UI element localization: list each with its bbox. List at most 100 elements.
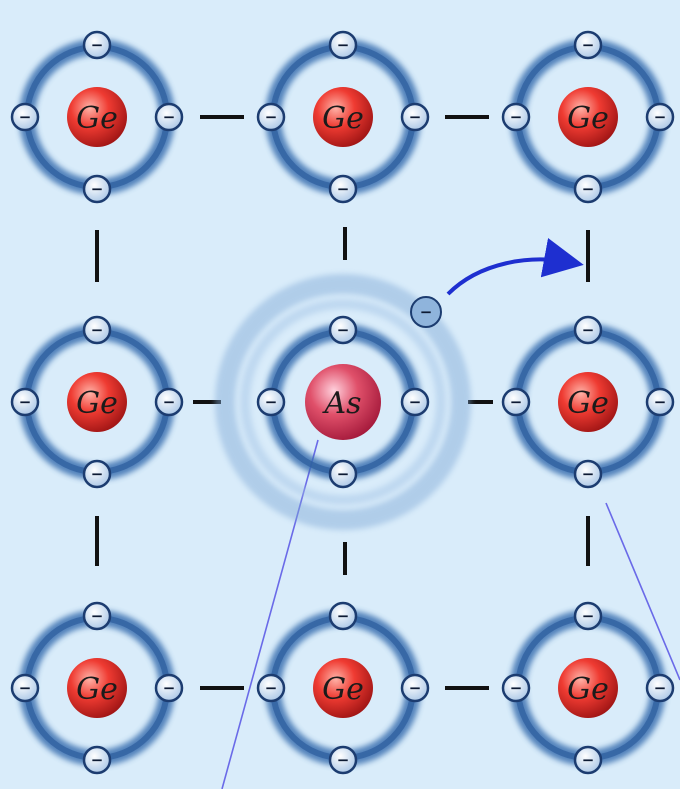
electron-symbol: − <box>19 393 32 411</box>
valence-electron: − <box>573 601 603 631</box>
atom-label: Ge <box>76 672 118 707</box>
valence-electron: − <box>82 459 112 489</box>
electron-symbol: − <box>19 679 32 697</box>
atom-host: Ge − − − − <box>501 315 675 489</box>
host-nucleus <box>67 87 127 147</box>
valence-electron: − <box>154 673 184 703</box>
electron-symbol: − <box>409 108 422 126</box>
electron-symbol: − <box>337 36 350 54</box>
atom-host: Ge − − − − <box>10 315 184 489</box>
valence-electron: − <box>573 174 603 204</box>
electron-symbol: − <box>582 465 595 483</box>
host-nucleus <box>67 658 127 718</box>
valence-electron: − <box>645 102 675 132</box>
dopant-nucleus <box>305 364 381 440</box>
valence-electron: − <box>82 745 112 775</box>
atom-label: Ge <box>322 101 364 136</box>
electron-symbol: − <box>654 108 667 126</box>
host-nucleus <box>313 658 373 718</box>
valence-electron: − <box>645 387 675 417</box>
electron-symbol: − <box>91 465 104 483</box>
atom-dopant: As − − − − <box>256 315 430 489</box>
electron-symbol: − <box>91 321 104 339</box>
electron-symbol: − <box>265 108 278 126</box>
vertical-bonds <box>95 227 590 575</box>
electron-movement-arrow <box>446 237 584 296</box>
host-nucleus <box>558 87 618 147</box>
valence-electron: − <box>328 315 358 345</box>
host-nucleus <box>558 658 618 718</box>
pointer-line-dopant <box>221 439 319 789</box>
electron-symbol: − <box>91 751 104 769</box>
valence-electron: − <box>501 387 531 417</box>
electron-symbol: − <box>654 679 667 697</box>
valence-electron: − <box>501 673 531 703</box>
valence-electron: − <box>328 601 358 631</box>
electron-symbol: − <box>265 393 278 411</box>
valence-electron: − <box>400 673 430 703</box>
atom-label: Ge <box>76 101 118 136</box>
electron-symbol: − <box>582 180 595 198</box>
valence-electron: − <box>82 30 112 60</box>
valence-electron: − <box>256 387 286 417</box>
valence-electron: − <box>82 601 112 631</box>
valence-electron: − <box>82 315 112 345</box>
electron-symbol: − <box>409 393 422 411</box>
electron-symbol: − <box>163 108 176 126</box>
valence-electron: − <box>328 30 358 60</box>
dopant-halo <box>215 274 471 530</box>
valence-electron: − <box>328 459 358 489</box>
atom-label: Ge <box>76 386 118 421</box>
electron-symbol: − <box>582 36 595 54</box>
atom-host: Ge − − − − <box>10 30 184 204</box>
electron-symbol: − <box>582 751 595 769</box>
electron-symbol: − <box>582 607 595 625</box>
valence-electron: − <box>256 102 286 132</box>
valence-electron: − <box>154 102 184 132</box>
electron-symbol: − <box>163 679 176 697</box>
horizontal-bonds <box>193 115 493 690</box>
electron-symbol: − <box>91 607 104 625</box>
atom-label: Ge <box>567 386 609 421</box>
host-nucleus <box>313 87 373 147</box>
electron-symbol: − <box>337 751 350 769</box>
electron-symbol: − <box>337 465 350 483</box>
valence-electron: − <box>10 673 40 703</box>
electron-symbol: − <box>91 36 104 54</box>
electron-symbol: − <box>265 679 278 697</box>
electron-symbol: − <box>582 321 595 339</box>
valence-electron: − <box>573 30 603 60</box>
valence-electron: − <box>573 315 603 345</box>
valence-electron: − <box>154 387 184 417</box>
atom-label: As <box>321 386 361 421</box>
free-electron-symbol: − <box>420 303 433 321</box>
atom-host: Ge − − − − <box>10 601 184 775</box>
atom-host: Ge − − − − <box>501 30 675 204</box>
valence-electron: − <box>10 387 40 417</box>
electron-symbol: − <box>337 180 350 198</box>
valence-electron: − <box>328 745 358 775</box>
host-nucleus <box>67 372 127 432</box>
atom-label: Ge <box>567 101 609 136</box>
electron-symbol: − <box>510 393 523 411</box>
host-nucleus <box>558 372 618 432</box>
electron-symbol: − <box>510 108 523 126</box>
electron-symbol: − <box>337 607 350 625</box>
free-electron: − <box>410 296 442 328</box>
electron-symbol: − <box>19 108 32 126</box>
atom-label: Ge <box>567 672 609 707</box>
valence-electron: − <box>645 673 675 703</box>
valence-electron: − <box>573 745 603 775</box>
electron-symbol: − <box>91 180 104 198</box>
electron-symbol: − <box>510 679 523 697</box>
valence-electron: − <box>400 387 430 417</box>
valence-electron: − <box>328 174 358 204</box>
electron-symbol: − <box>654 393 667 411</box>
atom-label: Ge <box>322 672 364 707</box>
electron-symbol: − <box>409 679 422 697</box>
valence-electron: − <box>400 102 430 132</box>
electron-symbol: − <box>163 393 176 411</box>
valence-electron: − <box>82 174 112 204</box>
atom-host: Ge − − − − <box>256 30 430 204</box>
